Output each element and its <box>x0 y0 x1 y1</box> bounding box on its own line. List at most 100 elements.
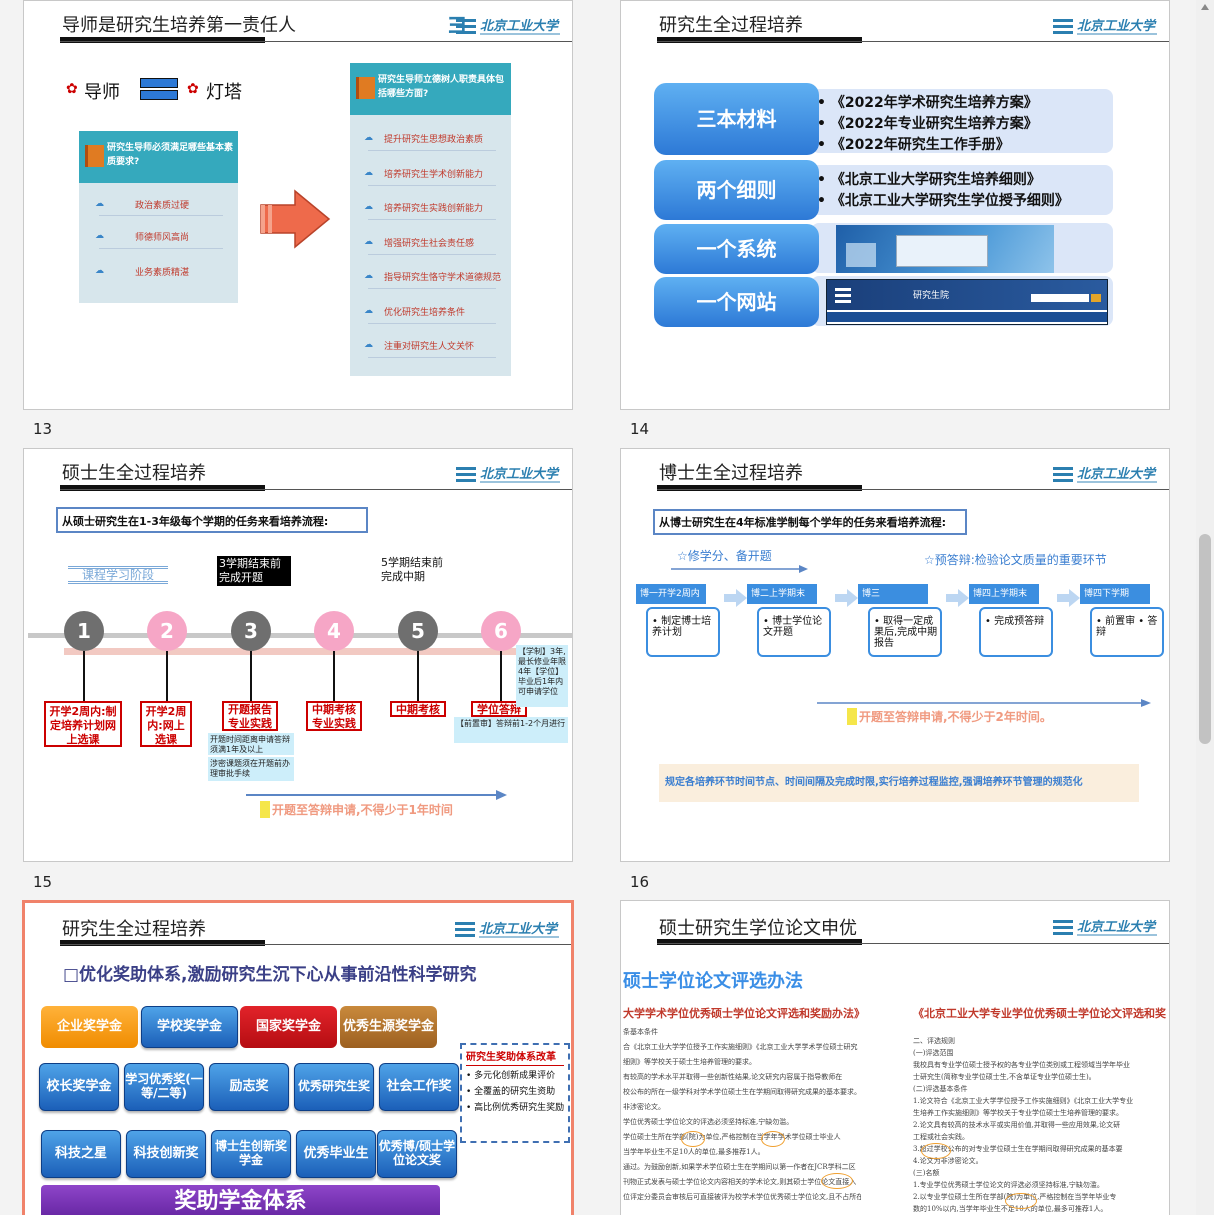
card-item: 注重对研究生人文关怀 <box>384 342 475 352</box>
card-item-icon: ☁ <box>95 231 104 241</box>
title-rule <box>657 41 1169 42</box>
timeline-axis <box>28 633 572 638</box>
doc-line: 数的10%以内,当学年毕业生不足10人的单位,最多可推荐1人。 <box>913 1205 1108 1213</box>
card-item-icon: ☁ <box>364 305 373 316</box>
semester-circle: 6 <box>481 611 521 651</box>
intro-box: 从博士研究生在4年标准学制每个学年的任务来看培养流程: <box>653 509 967 535</box>
slide-thumbnail-13[interactable]: 导师是研究生培养第一责任人 ヨ北京工业大学 ✿ 导师 ✿ 灯塔 研究生导师必须满… <box>23 0 573 410</box>
svg-text:北京工业大学: 北京工业大学 <box>479 921 559 937</box>
doc-line: 3.超过学校公布的对专业学位硕士生在学期间取得研究成果的基本要 <box>913 1145 1123 1153</box>
vertical-scrollbar[interactable] <box>1196 0 1214 1215</box>
doc-right-body: 二、评选规则(一)评选范围我校具有专业学位硕士授予权的各专业学位类别或工程领域当… <box>913 1035 1169 1215</box>
phd-step-task: • 博士学位论文开题 <box>763 616 823 638</box>
doc-line: 学位硕士生所在学部(院)为单位,严格控制在当学年学术学位硕士毕业人 <box>623 1133 841 1141</box>
doc-line: 学位优秀硕士学位论文的评选必须坚持标准,宁缺勿滥。 <box>623 1118 794 1126</box>
card-item-icon: ☁ <box>364 167 373 178</box>
scrollbar-thumb[interactable] <box>1199 534 1211 744</box>
arrow-right-icon <box>724 589 747 607</box>
system-screenshot <box>836 225 1054 273</box>
slide-thumbnail-15[interactable]: 硕士生全过程培养 北京工业大学 从硕士研究生在1-3年级每个学期的任务来看培养流… <box>23 448 573 862</box>
flower-icon: ✿ <box>66 81 78 97</box>
slide-thumbnail-17[interactable]: 研究生全过程培养 北京工业大学 □优化奖助体系,激励研究生沉下心从事前沿性科学研… <box>22 900 574 1215</box>
doc-line: 条基本条件 <box>623 1028 658 1036</box>
slide-thumbnail-14[interactable]: 研究生全过程培养 北京工业大学 • 《2022年学术研究生培养方案》 • 《20… <box>620 0 1170 410</box>
doc-line: 有较高的学术水平并取得一些创新性结果,论文研究内容属于指导教师在 <box>623 1073 843 1081</box>
arrow-right-icon <box>671 565 808 573</box>
equals-icon <box>140 78 178 88</box>
doc-line: (二)评选基本条件 <box>913 1085 968 1093</box>
award-phd-innovation: 博士生创新奖学金 <box>211 1130 291 1178</box>
duties-card: 研究生导师立德树人职责具体包括哪些方面? ☁提升研究生思想政治素质☁培养研究生学… <box>350 63 511 376</box>
award-graduate: 优秀毕业生 <box>296 1130 376 1178</box>
arrow-right-icon <box>835 589 858 607</box>
title-rule <box>60 944 571 945</box>
note-degree-term: 【学制】3年,最长修业年限4年【学位】毕业后1年内可申请学位 <box>516 645 568 707</box>
website-name: 研究生院 <box>913 291 950 301</box>
annotation-circle <box>681 1131 705 1147</box>
card-item-icon: ☁ <box>364 271 373 281</box>
card-item: 提升研究生思想政治素质 <box>384 135 484 145</box>
phd-step-header: 博四上学期末 <box>969 584 1039 604</box>
scroll-up-arrow-icon[interactable] <box>1201 4 1209 10</box>
university-logo-icon: 北京工业大学 <box>455 921 559 938</box>
doc-left-heading: 大学学术学位优秀硕士学位论文评选和奖励办法》 <box>623 1007 865 1020</box>
phd-step-box <box>757 607 831 657</box>
requirements-card: 研究生导师必须满足哪些基本素质要求? ☁ 政治素质过硬 ☁ 师德师风高尚 ☁ 业… <box>79 131 238 303</box>
card-item-icon: ☁ <box>364 236 373 247</box>
stage-course-label: 课程学习阶段 <box>68 566 168 584</box>
doc-line: 二、评选规则 <box>913 1037 955 1045</box>
doc-line: 1.论文符合《北京工业大学学位授予工作实施细则》《北京工业大学专业 <box>913 1097 1134 1105</box>
doc-line: 合《北京工业大学学位授予工作实施细则》《北京工业大学学术学位硕士研究 <box>623 1043 858 1051</box>
title-underline <box>657 939 862 945</box>
phd-step-task: • 取得一定成果后,完成中期报告 <box>874 616 938 649</box>
slide-thumbnail-18[interactable]: 硕士研究生学位论文申优 北京工业大学 硕士学位论文评选办法 大学学术学位优秀硕士… <box>620 900 1170 1215</box>
semester-circle: 4 <box>314 611 354 651</box>
title-underline <box>60 940 265 946</box>
note-kaiti-interval: 开题时间距离申请答辩须满1年及以上 <box>208 733 294 755</box>
card-item: 业务素质精湛 <box>135 268 190 278</box>
doc-line: 1.专业学位优秀硕士学位论文的评选必须坚持标准,宁缺勿滥。 <box>913 1181 1104 1189</box>
slide-title: 研究生全过程培养 <box>659 15 803 36</box>
svg-text:北京工业大学: 北京工业大学 <box>480 18 560 34</box>
task-box: 开学2周内:网上选课 <box>140 701 192 747</box>
award-study: 学习优秀奖(一等/二等) <box>124 1063 204 1111</box>
annotation-circle <box>761 1131 785 1147</box>
slide-title: 硕士生全过程培养 <box>62 463 206 484</box>
slide-thumbnail-16[interactable]: 博士生全过程培养 北京工业大学 从博士研究生在4年标准学制每个学年的任务来看培养… <box>620 448 1170 862</box>
slide-number: 15 <box>33 873 53 891</box>
intro-box: 从硕士研究生在1-3年级每个学期的任务来看培养流程: <box>56 507 368 533</box>
award-social: 社会工作奖 <box>379 1063 459 1111</box>
arrow-right-icon <box>817 699 1151 707</box>
award-system-banner: 奖助学金体系 <box>41 1185 440 1215</box>
row-label-materials: 三本材料 <box>654 83 819 155</box>
stage-kaiti-label: 3学期结束前完成开题 <box>217 556 291 586</box>
stage-midterm-label: 5学期结束前完成中期 <box>381 556 443 583</box>
card-item: 优化研究生培养条件 <box>384 307 466 318</box>
svg-text:北京工业大学: 北京工业大学 <box>1077 919 1157 935</box>
task-box: 开学2周内:制定培养计划网上选课 <box>44 701 122 747</box>
rule-item: • 《北京工业大学研究生学位授予细则》 <box>817 193 1069 209</box>
annotation-circle <box>821 1173 853 1189</box>
svg-text:北京工业大学: 北京工业大学 <box>1077 466 1157 482</box>
title-underline <box>657 37 862 43</box>
doc-line: (三)名额 <box>913 1169 940 1177</box>
phase-predefense-label: ☆预答辩:检验论文质量的重要环节 <box>924 553 1107 567</box>
card-item-icon: ☁ <box>364 202 373 212</box>
note-secret-topic: 涉密课题须在开题前办理审批手续 <box>208 757 294 781</box>
arrow-right-icon <box>260 189 331 249</box>
rule-item: • 《北京工业大学研究生培养细则》 <box>817 172 1041 188</box>
task-box: 中期考核 <box>390 701 446 717</box>
requirements-card-title: 研究生导师必须满足哪些基本素质要求? <box>107 143 234 167</box>
university-logo-icon <box>835 288 851 303</box>
card-item: 增强研究生社会责任感 <box>384 238 475 249</box>
note-pre-review: 【前置审】答辩前1-2个月进行 <box>454 717 568 743</box>
card-item-icon: ☁ <box>364 133 373 143</box>
award-source: 优秀生源奖学金 <box>340 1006 437 1048</box>
doc-line: 生培养工作实施细则》等学校关于专业学位硕士生培养管理的要求。 <box>913 1109 1123 1117</box>
card-item-icon: ☁ <box>95 199 104 209</box>
task-box: 学位答辩 <box>471 701 527 717</box>
phd-step-task: • 前置审 • 答辩 <box>1096 616 1158 638</box>
task-box: 中期考核专业实践 <box>306 701 362 731</box>
slide-title: 导师是研究生培养第一责任人 <box>62 15 296 36</box>
phd-step-box <box>646 607 720 657</box>
